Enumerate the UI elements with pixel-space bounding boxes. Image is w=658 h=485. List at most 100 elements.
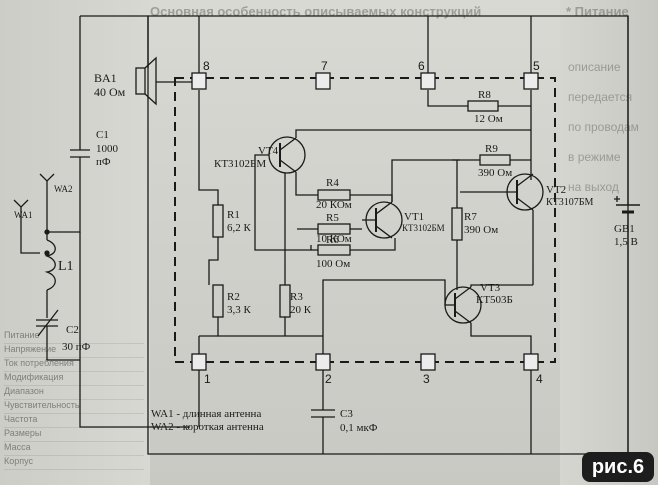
vt1-leads bbox=[362, 201, 393, 239]
spec-row: Размеры bbox=[4, 428, 144, 442]
vt2-leads bbox=[516, 173, 534, 211]
wire bbox=[470, 284, 533, 287]
background-line: передается bbox=[568, 90, 633, 104]
spec-row: Ток потребления bbox=[4, 358, 144, 372]
wire bbox=[295, 129, 531, 138]
vt2-type: КТ3107БМ bbox=[546, 197, 594, 208]
r9-ref: R9 bbox=[485, 143, 498, 155]
terminal-label: 1 bbox=[204, 372, 211, 386]
wire bbox=[254, 154, 312, 251]
background-line: по проводам bbox=[568, 120, 639, 134]
wa2-antenna-symbol bbox=[39, 173, 55, 182]
r8-value: 12 Ом bbox=[474, 113, 503, 125]
terminal-5 bbox=[523, 72, 539, 90]
r1-ref: R1 bbox=[227, 209, 240, 221]
gb1-value: 1,5 В bbox=[614, 236, 638, 248]
c2-ref: C2 bbox=[66, 324, 79, 336]
ba1-value: 40 Ом bbox=[94, 85, 126, 99]
r6-resistor bbox=[317, 244, 351, 256]
vt3-leads bbox=[454, 286, 472, 324]
background-line: в режиме bbox=[568, 150, 621, 164]
terminal-label: 7 bbox=[321, 59, 328, 73]
r2-value: 3,3 К bbox=[227, 304, 252, 316]
terminal-6 bbox=[420, 72, 436, 90]
terminal-1 bbox=[191, 353, 207, 371]
background-heading: Основная особенность описываемых констру… bbox=[150, 4, 482, 19]
junction-dot bbox=[44, 250, 50, 256]
spec-row: Модификация bbox=[4, 372, 144, 386]
r8-resistor bbox=[467, 100, 499, 112]
r4-value: 20 КОм bbox=[316, 199, 352, 211]
terminal-label: 4 bbox=[536, 372, 543, 386]
r6-value: 100 Ом bbox=[316, 258, 350, 270]
c3-value: 0,1 мкФ bbox=[340, 422, 378, 434]
c3-symbol bbox=[311, 409, 335, 418]
gb1-ref: GB1 bbox=[614, 223, 635, 235]
vt4-ref: VT4 bbox=[258, 145, 279, 157]
r3-value: 20 К bbox=[290, 304, 312, 316]
c2-value: 30 пФ bbox=[62, 341, 91, 353]
vt1-type: КТ3102БМ bbox=[402, 223, 445, 233]
wire bbox=[391, 159, 460, 202]
background-line: на выход bbox=[568, 180, 619, 194]
module-outline bbox=[174, 77, 556, 363]
legend-wa2: WA2 - короткая антенна bbox=[151, 421, 264, 433]
figure-label: рис.6 bbox=[582, 452, 654, 482]
terminal-label: 3 bbox=[423, 372, 430, 386]
terminal-label: 2 bbox=[325, 372, 332, 386]
r7-ref: R7 bbox=[464, 211, 477, 223]
r3-resistor bbox=[279, 284, 291, 318]
c1-unit: пФ bbox=[96, 156, 111, 168]
r7-value: 390 Ом bbox=[464, 224, 498, 236]
terminal-3 bbox=[420, 353, 436, 371]
wire bbox=[470, 323, 532, 354]
c2-variable-arrow bbox=[37, 309, 59, 337]
wa1-antenna-symbol bbox=[13, 199, 40, 254]
terminal-label: 5 bbox=[533, 59, 540, 73]
r3-ref: R3 bbox=[290, 291, 303, 303]
background-spec-list: Питание Напряжение Ток потребления Модиф… bbox=[4, 330, 144, 470]
terminal-2 bbox=[315, 353, 331, 371]
wa1-ref: WA1 bbox=[14, 210, 33, 220]
wire bbox=[79, 232, 190, 428]
r9-resistor bbox=[479, 154, 511, 166]
wire bbox=[208, 237, 219, 285]
background-right-heading: * Питание bbox=[566, 4, 629, 19]
spec-row: Масса bbox=[4, 442, 144, 456]
r4-ref: R4 bbox=[326, 177, 339, 189]
r1-value: 6,2 К bbox=[227, 222, 252, 234]
spec-row: Чувствительность bbox=[4, 400, 144, 414]
r5-ref: R5 bbox=[326, 212, 339, 224]
terminal-label: 8 bbox=[203, 59, 210, 73]
wire bbox=[368, 194, 393, 202]
r6-ref-text: R6 bbox=[326, 234, 339, 246]
terminal-4 bbox=[523, 353, 539, 371]
c3-ref: C3 bbox=[340, 408, 353, 420]
wa2-ref: WA2 bbox=[54, 184, 73, 194]
c1-symbol bbox=[70, 149, 90, 158]
wire bbox=[217, 317, 323, 337]
wire bbox=[350, 238, 396, 251]
legend-wa1: WA1 - длинная антенна bbox=[151, 408, 261, 420]
r7-resistor bbox=[451, 207, 463, 241]
vt2-ref: VT2 bbox=[546, 184, 566, 196]
wire bbox=[47, 157, 81, 233]
vt3-type: КТ503Б bbox=[476, 294, 513, 306]
l1-ref: L1 bbox=[58, 259, 74, 274]
wire bbox=[46, 326, 80, 361]
spec-row: Питание bbox=[4, 330, 144, 344]
r8-ref: R8 bbox=[478, 89, 491, 101]
wire bbox=[322, 279, 446, 354]
vt1-ref: VT1 bbox=[404, 211, 424, 223]
r9-value: 390 Ом bbox=[478, 167, 512, 179]
wire bbox=[295, 172, 318, 196]
vt3-ref: VT3 bbox=[480, 282, 501, 294]
r2-ref: R2 bbox=[227, 291, 240, 303]
c1-ref: C1 bbox=[96, 129, 109, 141]
ba1-speaker-cone bbox=[144, 56, 157, 106]
terminal-label: 6 bbox=[418, 59, 425, 73]
spec-row: Частота bbox=[4, 414, 144, 428]
r2-resistor bbox=[212, 284, 224, 318]
